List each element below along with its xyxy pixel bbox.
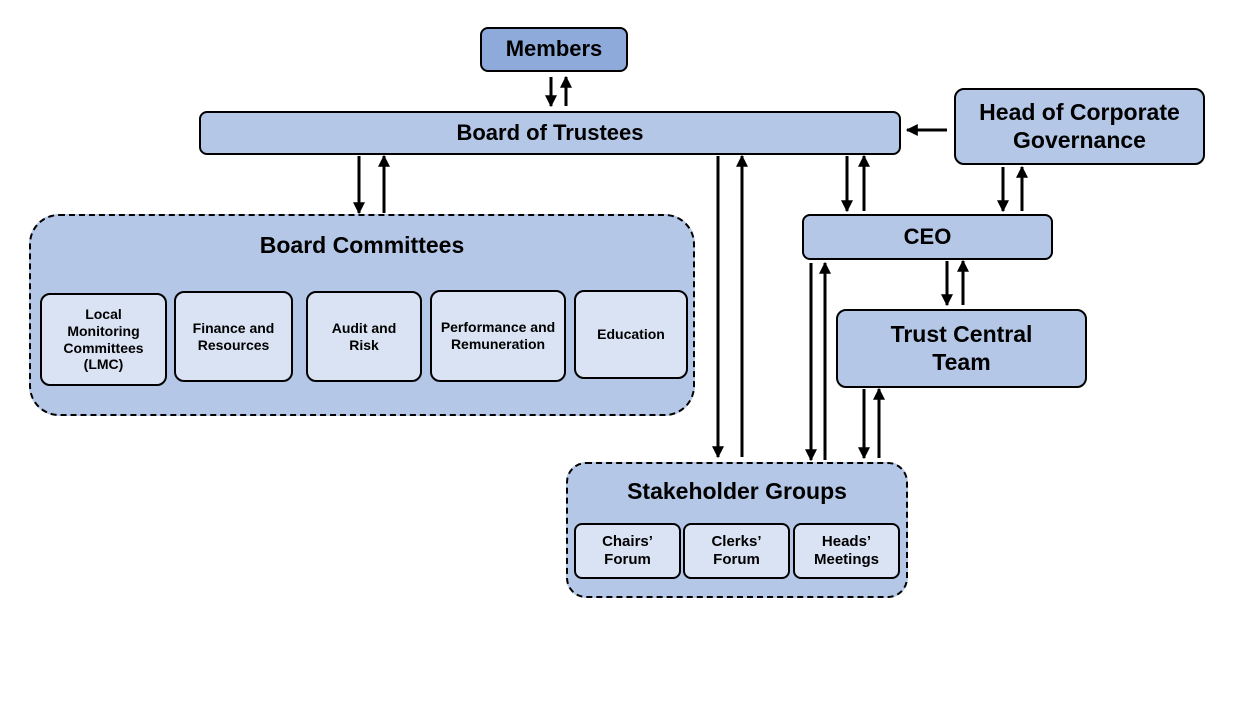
stakeholder-chairs-forum: Chairs’ Forum <box>574 523 681 579</box>
head-of-corporate-governance-label: Head of Corporate Governance <box>979 98 1180 153</box>
committee-education-label: Education <box>597 326 665 343</box>
committee-education: Education <box>574 290 688 379</box>
head-of-corporate-governance-box: Head of Corporate Governance <box>954 88 1205 165</box>
committee-finance-and-resources: Finance and Resources <box>174 291 293 382</box>
committee-lmc: Local Monitoring Committees (LMC) <box>40 293 167 386</box>
clerks-forum-label: Clerks’ Forum <box>711 533 762 568</box>
committee-audit-and-risk: Audit and Risk <box>306 291 422 382</box>
ceo-box: CEO <box>802 214 1053 260</box>
members-box: Members <box>480 27 628 72</box>
stakeholder-clerks-forum: Clerks’ Forum <box>683 523 790 579</box>
members-label: Members <box>505 36 603 62</box>
stakeholder-heads-meetings: Heads’ Meetings <box>793 523 900 579</box>
board-committees-title: Board Committees <box>259 232 465 258</box>
committee-audit-label: Audit and Risk <box>331 319 397 353</box>
board-of-trustees-label: Board of Trustees <box>456 119 644 145</box>
ceo-label: CEO <box>903 223 952 249</box>
stakeholder-groups-title: Stakeholder Groups <box>627 478 847 504</box>
committee-lmc-label: Local Monitoring Committees (LMC) <box>63 305 144 373</box>
committee-finance-label: Finance and Resources <box>192 319 275 353</box>
trust-central-team-box: Trust Central Team <box>836 309 1087 388</box>
committee-performance-and-remuneration: Performance and Remuneration <box>430 290 566 382</box>
committee-performance-label: Performance and Remuneration <box>440 319 556 352</box>
board-of-trustees-box: Board of Trustees <box>199 111 901 155</box>
heads-meetings-label: Heads’ Meetings <box>813 533 879 568</box>
trust-central-team-label: Trust Central Team <box>890 320 1033 375</box>
chairs-forum-label: Chairs’ Forum <box>602 533 653 568</box>
